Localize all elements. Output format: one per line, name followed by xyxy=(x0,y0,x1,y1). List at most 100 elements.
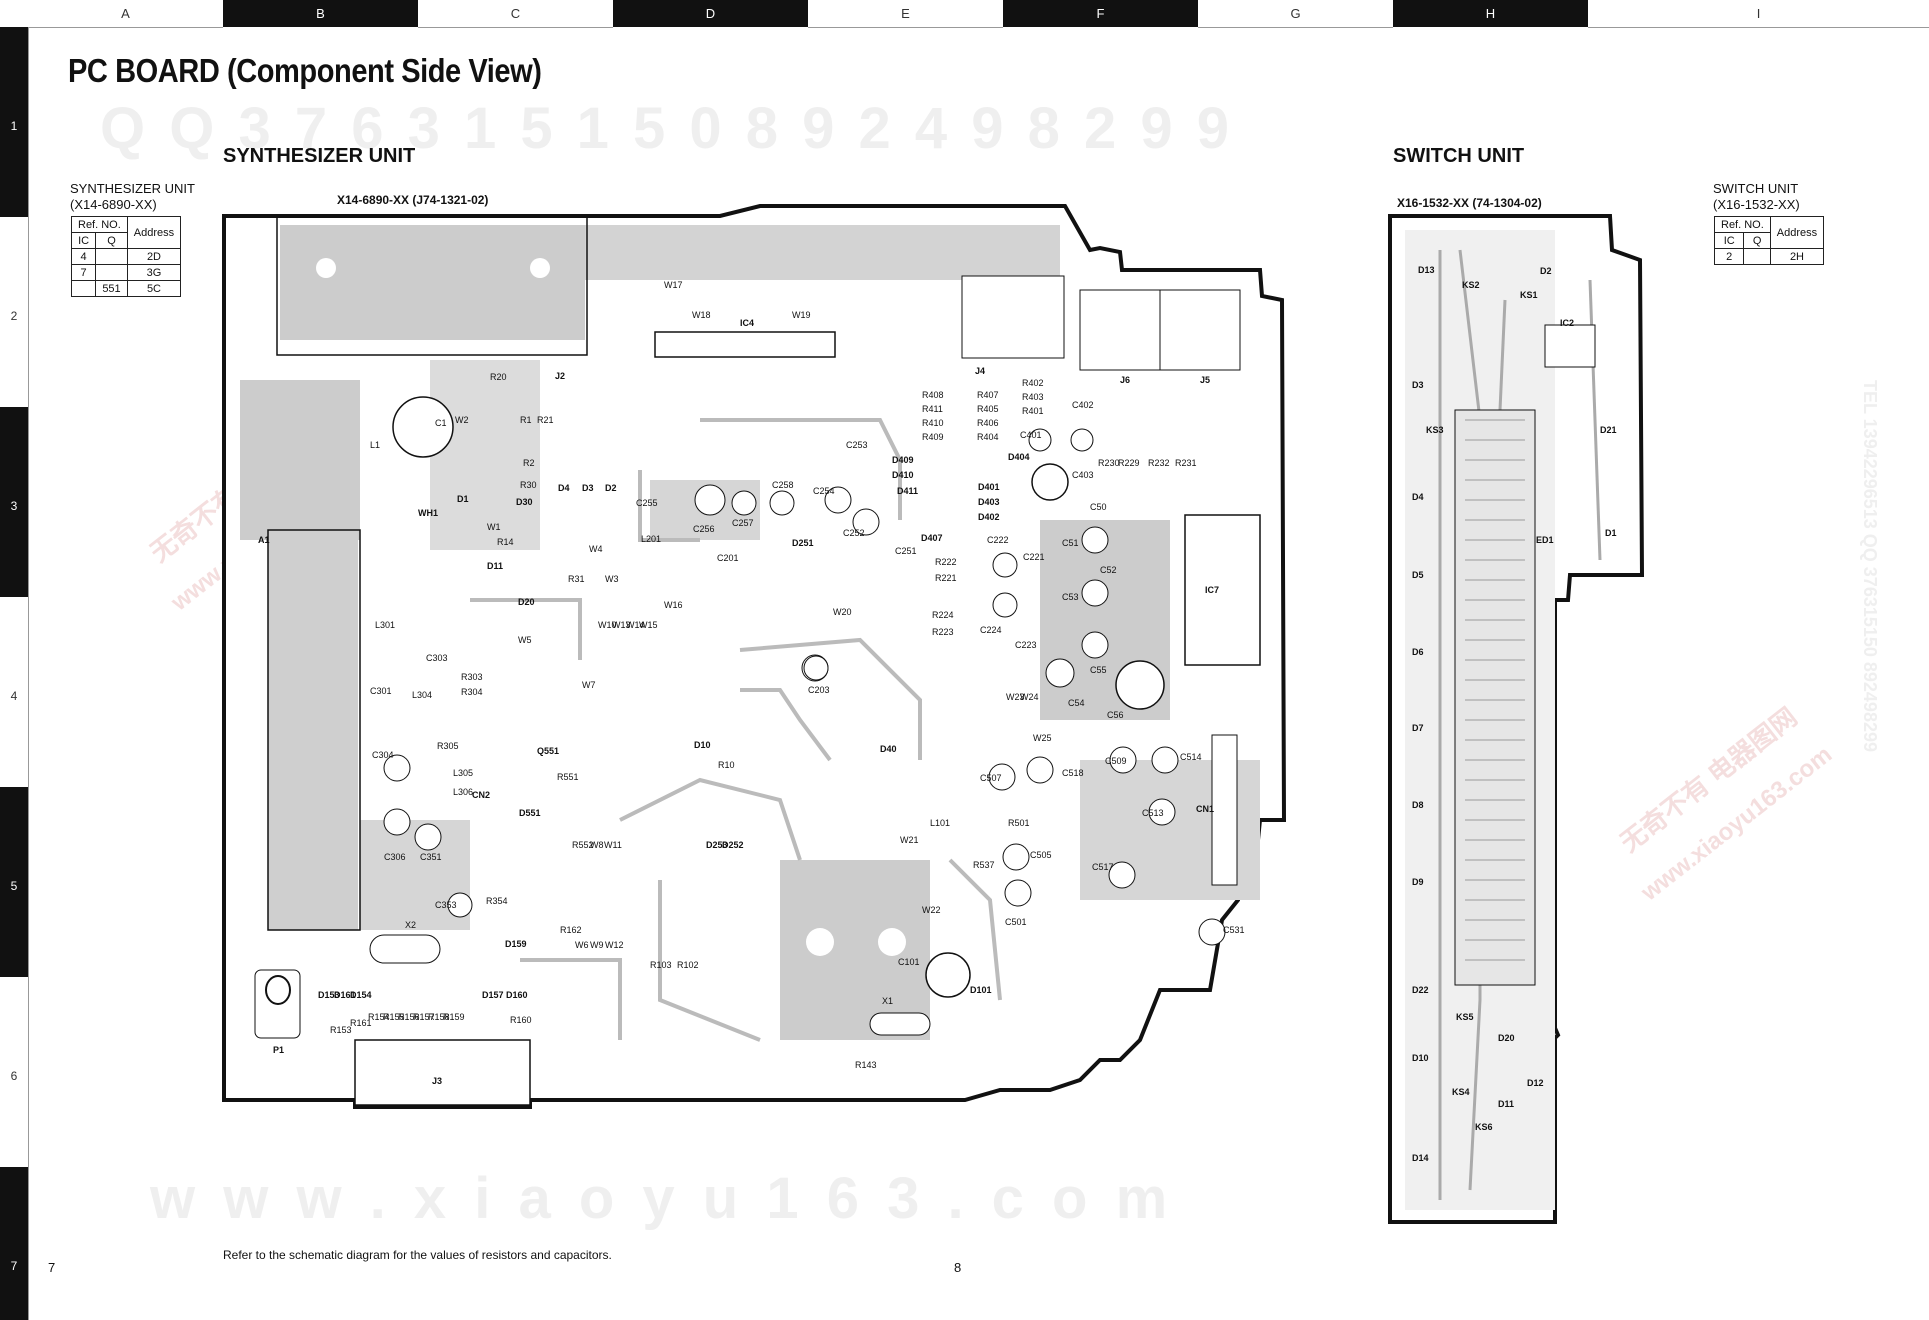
component-label: R154 xyxy=(368,1012,390,1022)
component-label: R405 xyxy=(977,404,999,414)
capacitor xyxy=(1002,843,1030,871)
component-label: R224 xyxy=(932,610,954,620)
component-label: D410 xyxy=(892,470,914,480)
table-cell: 3G xyxy=(126,264,182,281)
mounting-hole xyxy=(530,258,550,278)
component-label: R221 xyxy=(935,573,957,583)
component-label: D3 xyxy=(582,483,594,493)
connector-a1 xyxy=(267,529,361,931)
synth-ref-subtitle: (X14-6890-XX) xyxy=(70,197,157,212)
component-label: X1 xyxy=(882,996,894,1006)
component-label: W19 xyxy=(792,310,811,320)
component-label: C255 xyxy=(636,498,658,508)
capacitor xyxy=(852,508,880,536)
display-ed1 xyxy=(1454,409,1536,986)
synth-ref-title: SYNTHESIZER UNIT xyxy=(70,181,195,196)
connector-j5 xyxy=(1159,289,1241,371)
component-label: D5 xyxy=(1412,570,1424,580)
component-label: R102 xyxy=(677,960,699,970)
component-label: D6 xyxy=(1412,647,1424,657)
switch-board-label: X16-1532-XX (74-1304-02) xyxy=(1397,196,1542,210)
component-label: C251 xyxy=(895,546,917,556)
component-label: R223 xyxy=(932,627,954,637)
column-label: C xyxy=(418,0,613,28)
component-label: C505 xyxy=(1030,850,1052,860)
component-label: W12 xyxy=(605,940,624,950)
component-label: C203 xyxy=(808,685,830,695)
column-label: F xyxy=(1003,0,1198,27)
component-label: D2 xyxy=(1540,266,1552,276)
column-label: H xyxy=(1393,0,1588,27)
component-label: D551 xyxy=(519,808,541,818)
component-label: W22 xyxy=(922,905,941,915)
capacitor xyxy=(1109,746,1137,774)
component-label: C52 xyxy=(1100,565,1117,575)
component-label: D12 xyxy=(1527,1078,1544,1088)
footer-note: Refer to the schematic diagram for the v… xyxy=(223,1248,612,1262)
component-label: R403 xyxy=(1022,392,1044,402)
component-label: D40 xyxy=(880,744,897,754)
synth-copper-area xyxy=(280,225,585,340)
component-label: D30 xyxy=(516,497,533,507)
component-label: C201 xyxy=(717,553,739,563)
component-label: D161 xyxy=(334,990,356,1000)
component-label: W10 xyxy=(598,620,617,630)
component-label: C353 xyxy=(435,900,457,910)
component-label: D20 xyxy=(518,597,535,607)
component-label: R158 xyxy=(428,1012,450,1022)
component-label: C51 xyxy=(1062,538,1079,548)
capacitor xyxy=(1108,861,1136,889)
component-label: KS2 xyxy=(1462,280,1480,290)
component-label: D11 xyxy=(1498,1099,1515,1109)
component-label: D409 xyxy=(892,455,914,465)
capacitor xyxy=(803,655,829,681)
capacitor-c1 xyxy=(392,396,454,458)
component-label: D252 xyxy=(722,840,744,850)
component-label: R409 xyxy=(922,432,944,442)
component-label: R157 xyxy=(413,1012,435,1022)
switch-section-title: SWITCH UNIT xyxy=(1393,145,1525,167)
component-label: D411 xyxy=(897,486,919,496)
component-label: D4 xyxy=(1412,492,1424,502)
component-label: D251 xyxy=(792,538,814,548)
component-label: W24 xyxy=(1020,692,1039,702)
capacitor xyxy=(1028,428,1052,452)
component-label: D401 xyxy=(978,482,1000,492)
switch-ref-table: Ref. NO. Address IC Q 2 2H xyxy=(1713,216,1825,265)
component-label: L306 xyxy=(453,787,474,797)
capacitor xyxy=(992,592,1018,618)
switch-ref-title: SWITCH UNIT xyxy=(1713,181,1799,196)
component-label: C53 xyxy=(1062,592,1079,602)
component-label: R406 xyxy=(977,418,999,428)
component-label: R31 xyxy=(568,574,585,584)
component-label: C56 xyxy=(1107,710,1124,720)
component-label: R303 xyxy=(461,672,483,682)
capacitor xyxy=(383,754,411,782)
component-label: C257 xyxy=(732,518,754,528)
component-label: C304 xyxy=(372,750,394,760)
component-label: R222 xyxy=(935,557,957,567)
capacitor xyxy=(1081,579,1109,607)
component-label: L301 xyxy=(375,620,396,630)
component-label: A1 xyxy=(258,535,270,545)
component-label: D21 xyxy=(1600,425,1617,435)
component-label: R20 xyxy=(490,372,507,382)
mounting-hole xyxy=(878,928,906,956)
synth-copper-area xyxy=(240,380,360,540)
component-label: C50 xyxy=(1090,502,1107,512)
component-label: W17 xyxy=(664,280,683,290)
component-label: D407 xyxy=(921,533,943,543)
component-label: C258 xyxy=(772,480,794,490)
component-label: C223 xyxy=(1015,640,1037,650)
connector-ic4 xyxy=(654,331,836,358)
column-label: D xyxy=(613,0,808,27)
component-label: D10 xyxy=(1412,1053,1429,1063)
component-label: L1 xyxy=(370,440,381,450)
connector-j4 xyxy=(961,275,1065,359)
component-label: R304 xyxy=(461,687,483,697)
component-label: C301 xyxy=(370,686,392,696)
page-title: PC BOARD (Component Side View) xyxy=(68,52,542,89)
capacitor xyxy=(1151,746,1179,774)
component-label: C401 xyxy=(1020,430,1042,440)
capacitor xyxy=(988,763,1016,791)
